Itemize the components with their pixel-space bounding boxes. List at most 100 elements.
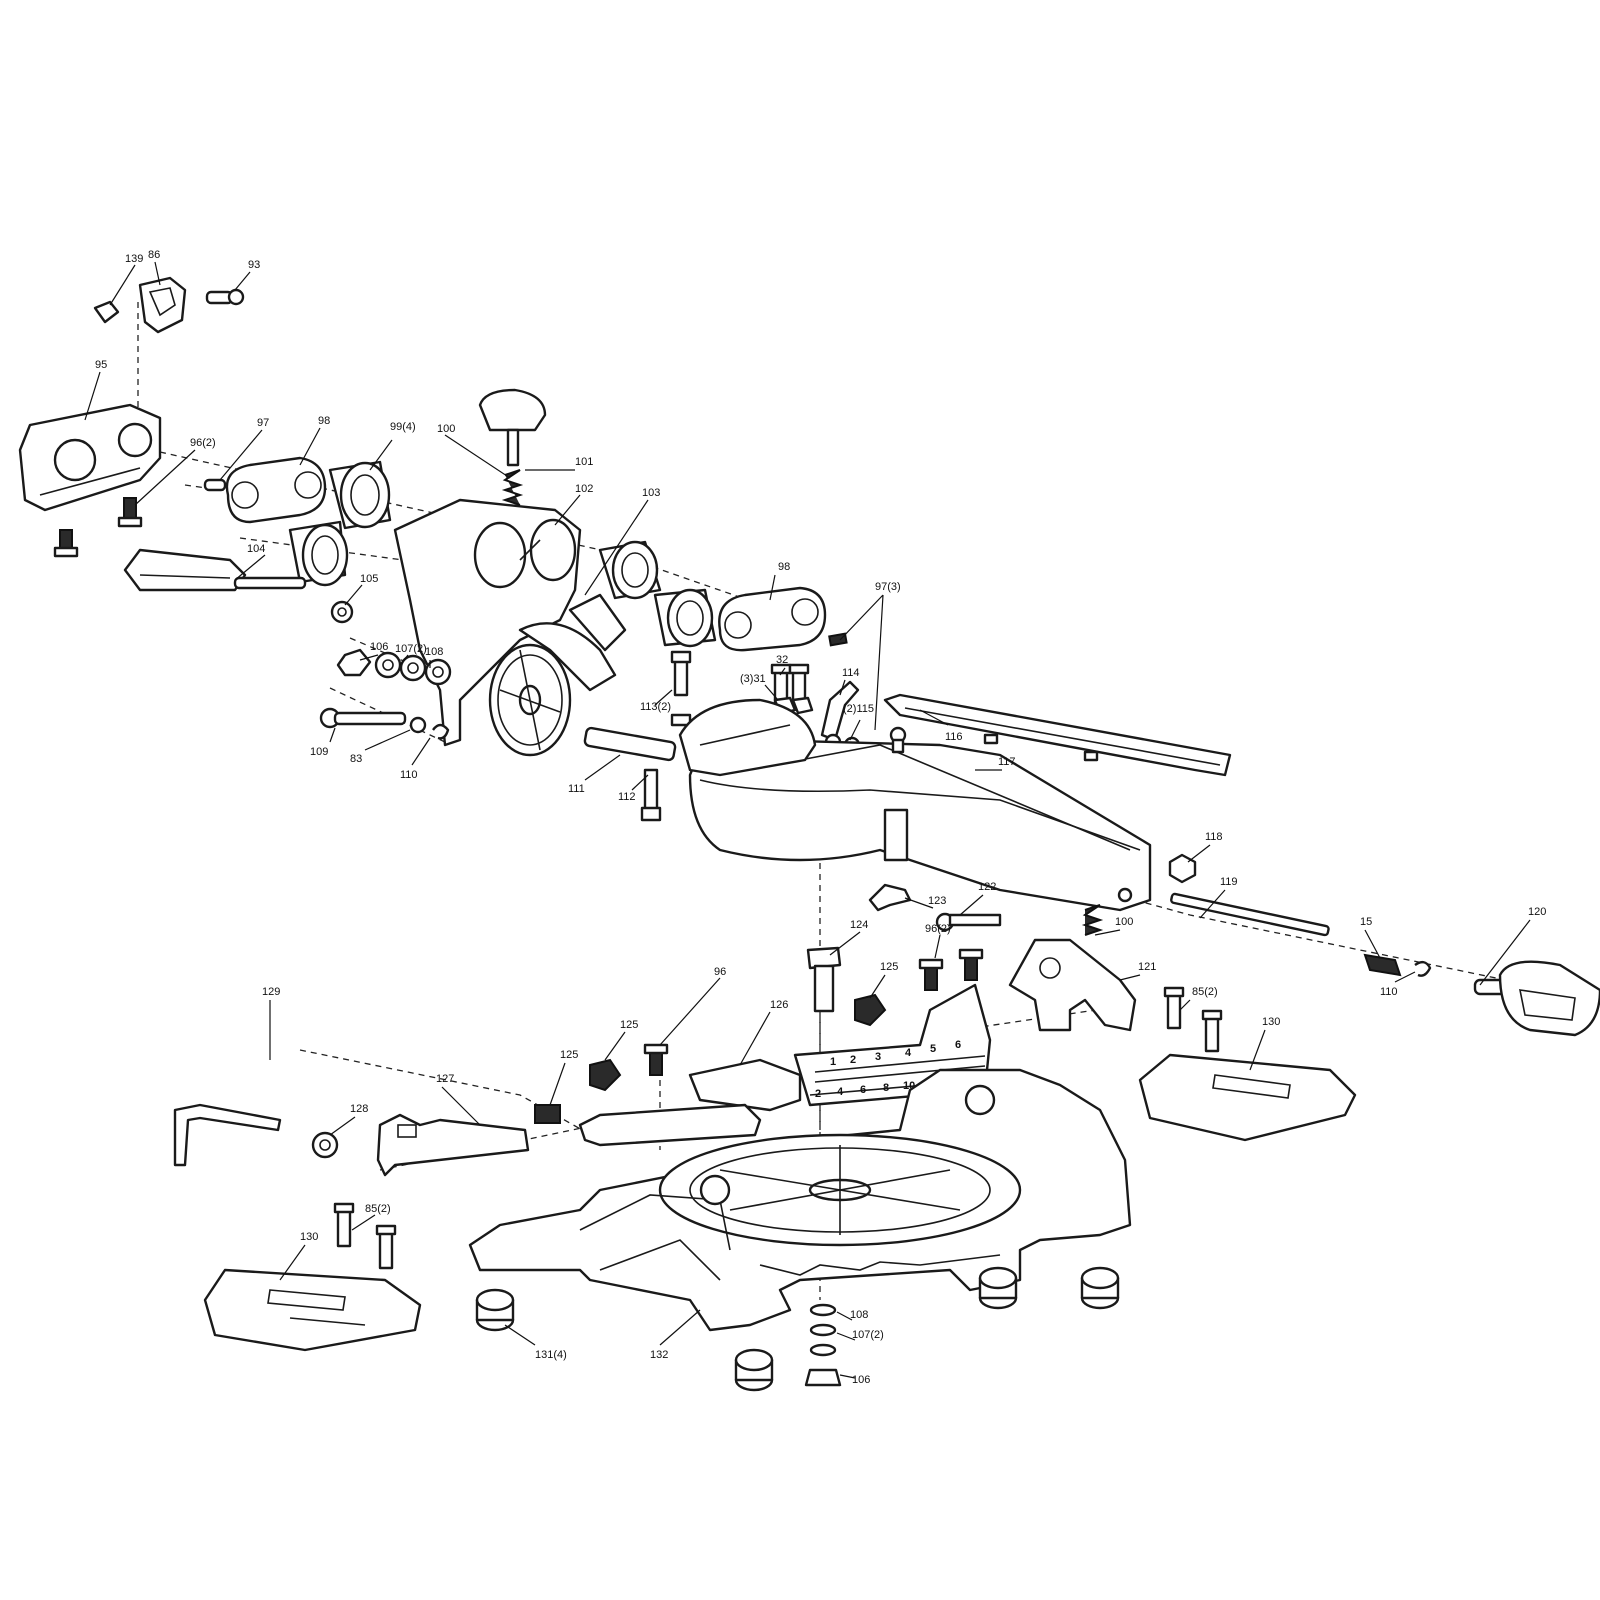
part-113-bolts bbox=[670, 650, 692, 727]
label-112: 112 bbox=[618, 791, 636, 803]
part-15-spring bbox=[1363, 953, 1402, 977]
label-15: 15 bbox=[1360, 916, 1372, 928]
part-85-left-bolts bbox=[333, 1202, 397, 1270]
part-103-guard-segment bbox=[518, 593, 627, 692]
part-96-center-bolts bbox=[918, 948, 984, 991]
part-128-nut bbox=[311, 1131, 339, 1159]
label-126: 126 bbox=[770, 999, 788, 1011]
part-95-end-cap bbox=[18, 403, 162, 512]
part-96-bolts bbox=[53, 497, 143, 558]
scale-top-6: 6 bbox=[955, 1039, 961, 1051]
label-102: 102 bbox=[575, 483, 593, 495]
part-120-end-knob bbox=[1473, 960, 1600, 1037]
part-116-rail bbox=[883, 693, 1232, 777]
label-130-right: 130 bbox=[1262, 1016, 1280, 1028]
part-110-right-clip bbox=[1414, 960, 1432, 977]
part-100-spring-lower bbox=[1081, 904, 1104, 936]
part-124-bolt bbox=[806, 946, 842, 1013]
part-99-bushings bbox=[288, 460, 392, 587]
label-125-right: 125 bbox=[880, 961, 898, 973]
label-131: 131(4) bbox=[535, 1349, 567, 1361]
part-131-rubber-feet bbox=[475, 1266, 1120, 1392]
part-130-left-foot bbox=[203, 1268, 422, 1352]
label-121: 121 bbox=[1138, 961, 1156, 973]
label-96-center: 96(2) bbox=[925, 923, 951, 935]
part-109-shaft-pin bbox=[319, 707, 407, 729]
label-127: 127 bbox=[436, 1073, 454, 1085]
label-97-right: 97(3) bbox=[875, 581, 901, 593]
scale-bot-6: 6 bbox=[860, 1084, 866, 1096]
part-126-left-fence-piece bbox=[578, 1103, 762, 1147]
scale-top-5: 5 bbox=[930, 1043, 936, 1055]
label-99: 99(4) bbox=[390, 421, 416, 433]
label-109: 109 bbox=[310, 746, 328, 758]
label-86: 86 bbox=[148, 249, 160, 261]
part-110-clip bbox=[432, 723, 450, 740]
label-111: 111 bbox=[568, 783, 585, 795]
scale-bot-2: 2 bbox=[815, 1088, 821, 1100]
label-96-top: 96(2) bbox=[190, 437, 216, 449]
part-127-left-fence bbox=[376, 1113, 530, 1177]
part-106-108-washers bbox=[336, 648, 452, 686]
scale-top-2: 2 bbox=[850, 1054, 856, 1066]
label-117: 117 bbox=[998, 756, 1016, 768]
scale-bot-8: 8 bbox=[883, 1082, 889, 1094]
label-108-lower: 108 bbox=[850, 1309, 868, 1321]
label-128: 128 bbox=[350, 1103, 368, 1115]
label-129: 129 bbox=[262, 986, 280, 998]
label-31: (3)31 bbox=[740, 673, 766, 685]
label-120: 120 bbox=[1528, 906, 1546, 918]
scale-top-1: 1 bbox=[830, 1056, 836, 1068]
scale-top-3: 3 bbox=[875, 1051, 881, 1063]
label-107-top: 107(2) bbox=[395, 643, 427, 655]
label-125-mid: 125 bbox=[620, 1019, 638, 1031]
label-85-left: 85(2) bbox=[365, 1203, 391, 1215]
part-99-right-bushings bbox=[598, 540, 717, 648]
label-132: 132 bbox=[650, 1349, 668, 1361]
part-125-knob-right bbox=[854, 993, 887, 1027]
label-110-right: 110 bbox=[1380, 986, 1398, 998]
label-107-lower: 107(2) bbox=[852, 1329, 884, 1341]
label-113: 113(2) bbox=[640, 701, 671, 713]
label-96-fence: 96 bbox=[714, 966, 726, 978]
label-103: 103 bbox=[642, 487, 660, 499]
label-115: (2)115 bbox=[843, 703, 874, 715]
part-97-guard-screw bbox=[889, 726, 907, 754]
part-123-clip bbox=[868, 883, 912, 912]
part-139-clip bbox=[93, 300, 120, 324]
label-100-top: 100 bbox=[437, 423, 455, 435]
label-104: 104 bbox=[247, 543, 265, 555]
part-83-ring bbox=[409, 716, 427, 734]
part-114-bracket bbox=[820, 680, 860, 742]
part-119-rod bbox=[1170, 892, 1330, 937]
part-112-bolt bbox=[640, 768, 662, 822]
part-125-knob-mid bbox=[589, 1058, 622, 1092]
label-97-top: 97 bbox=[257, 417, 269, 429]
label-101: 101 bbox=[575, 456, 593, 468]
part-111-pivot-shaft bbox=[583, 726, 677, 762]
label-106-top: 106 bbox=[370, 641, 388, 653]
label-106-lower: 106 bbox=[852, 1374, 870, 1386]
part-86-latch bbox=[138, 276, 187, 334]
label-108-top: 108 bbox=[425, 646, 443, 658]
label-125-left: 125 bbox=[560, 1049, 578, 1061]
part-117-upper-guard bbox=[678, 698, 817, 777]
scale-top-4: 4 bbox=[905, 1047, 912, 1059]
part-100-spring-top bbox=[501, 469, 524, 506]
label-110-left: 110 bbox=[400, 769, 418, 781]
label-130-left: 130 bbox=[300, 1231, 318, 1243]
part-125-knob-left bbox=[534, 1104, 561, 1124]
leader-lines bbox=[84, 261, 1531, 1379]
part-labels: 86 139 93 95 96(2) 97 98 99(4) 100 101 1… bbox=[95, 249, 1546, 1386]
label-123: 123 bbox=[928, 895, 946, 907]
label-83: 83 bbox=[350, 753, 362, 765]
label-116: 116 bbox=[945, 731, 963, 743]
label-139: 139 bbox=[125, 253, 143, 265]
label-85-right: 85(2) bbox=[1192, 986, 1218, 998]
label-98-right: 98 bbox=[778, 561, 790, 573]
scale-bot-4: 4 bbox=[837, 1086, 844, 1098]
part-98-right-link-plate bbox=[718, 586, 827, 652]
part-122-bolt bbox=[935, 912, 1002, 932]
part-121-lock-lever bbox=[1008, 938, 1137, 1032]
